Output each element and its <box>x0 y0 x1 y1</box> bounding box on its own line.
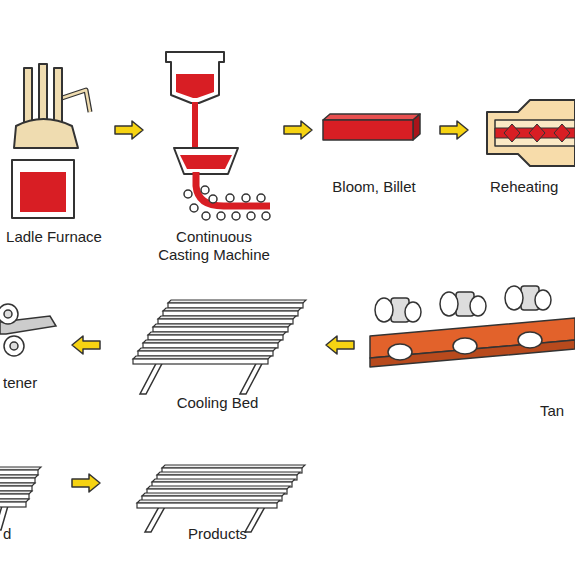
bloom-billet-figure <box>323 114 420 140</box>
process-stage: Tan <box>365 290 575 425</box>
process-stage: Bloom, Billet <box>318 105 430 200</box>
arrow-shape <box>326 336 354 354</box>
process-stage: d <box>0 455 52 550</box>
process-stage: tener <box>0 295 52 400</box>
bar <box>153 327 288 332</box>
bar <box>138 351 273 356</box>
process-stage: Reheating <box>478 95 575 200</box>
bar-sets <box>0 300 306 532</box>
flow-arrow <box>72 336 100 354</box>
process-stage: Cooling Bed <box>120 290 315 420</box>
bar <box>148 335 283 340</box>
bar <box>168 303 303 308</box>
stage-label: Continuous Casting Machine <box>150 228 278 264</box>
process-stage: Products <box>120 455 315 550</box>
arrow-shape <box>72 474 100 492</box>
reheating-furnace-figure <box>487 100 575 166</box>
bar <box>0 470 38 475</box>
stage-label: Cooling Bed <box>120 394 315 412</box>
stage-label: Bloom, Billet <box>318 178 430 196</box>
product-bars <box>137 465 305 532</box>
arrow-shape <box>284 121 312 139</box>
bar <box>0 494 29 499</box>
bar <box>133 359 268 364</box>
bar <box>0 478 35 483</box>
arrow-shape <box>72 336 100 354</box>
stage-label: tener <box>3 374 52 392</box>
arrow-shape <box>115 121 143 139</box>
process-stage: Continuous Casting Machine <box>150 45 278 270</box>
stage-label: Ladle Furnace <box>0 228 108 246</box>
tandem-mill-figure <box>370 286 575 367</box>
bar <box>0 502 26 507</box>
stage-label: d <box>3 525 52 543</box>
ladle-furnace-figure <box>12 64 90 218</box>
casting-machine-figure <box>166 52 270 220</box>
bar <box>143 343 278 348</box>
partial-bars <box>0 467 41 530</box>
flow-arrow <box>115 121 143 139</box>
straightener-figure <box>0 304 56 356</box>
cooling-bed-bars <box>133 300 306 394</box>
stage-label: Products <box>120 525 315 543</box>
flow-arrow <box>284 121 312 139</box>
stage-label: Reheating <box>490 178 575 196</box>
flow-arrow <box>440 121 468 139</box>
bar <box>158 319 293 324</box>
arrow-shape <box>440 121 468 139</box>
bar <box>0 486 32 491</box>
bar <box>137 503 277 508</box>
flow-arrow <box>326 336 354 354</box>
stage-label: Tan <box>540 402 572 420</box>
process-stage: Ladle Furnace <box>0 60 108 250</box>
flow-arrow <box>72 474 100 492</box>
bar <box>163 311 298 316</box>
